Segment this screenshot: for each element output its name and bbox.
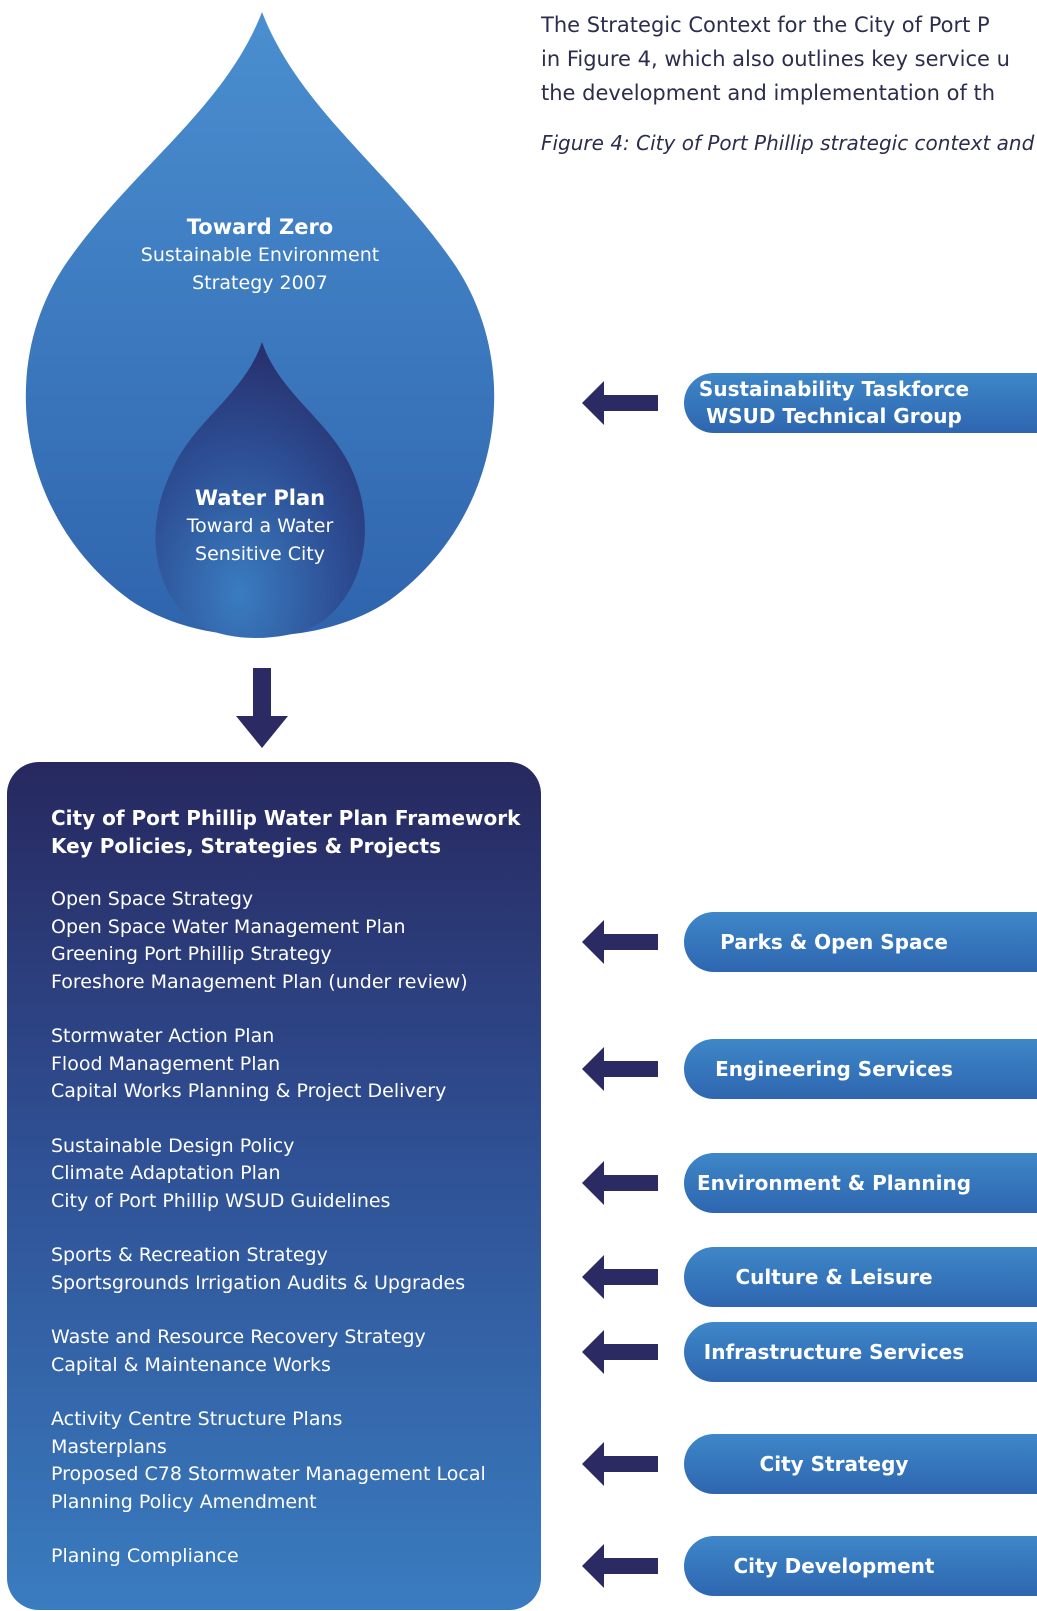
framework-item: Foreshore Management Plan (under review) — [51, 970, 468, 993]
unit-row: City Development — [0, 1536, 1037, 1596]
unit-pill: Sustainability Taskforce WSUD Technical … — [684, 373, 1037, 433]
unit-row: Culture & Leisure — [0, 1247, 1037, 1307]
framework-title-line: City of Port Phillip Water Plan Framewor… — [51, 806, 521, 830]
framework-item: Sportsgrounds Irrigation Audits & Upgrad… — [51, 1271, 466, 1294]
inner-drop-line: Toward a Water — [186, 515, 334, 537]
unit-label: Parks & Open Space — [720, 929, 948, 954]
outer-drop-label: Toward Zero Sustainable Environment Stra… — [130, 213, 390, 297]
framework-item: Proposed C78 Stormwater Management Local — [51, 1463, 486, 1485]
framework-item: Waste and Resource Recovery Strategy — [51, 1326, 426, 1348]
framework-item: Open Space Water Management Plan — [51, 915, 406, 938]
intro-line: the development and implementation of th — [541, 81, 996, 105]
arrow-left-icon — [582, 381, 658, 425]
framework-item: Sports & Recreation Strategy — [51, 1244, 328, 1266]
framework-item: Sustainable Design Policy — [51, 1134, 295, 1157]
framework-item: Capital Works Planning & Project Deliver… — [51, 1080, 447, 1102]
outer-drop-line: Strategy 2007 — [192, 272, 328, 294]
inner-drop — [155, 342, 365, 638]
arrow-left-icon — [582, 1442, 658, 1486]
framework-group: Sustainable Design Policy Climate Adapta… — [51, 1133, 541, 1216]
framework-item: Stormwater Action Plan — [51, 1025, 275, 1047]
unit-label: WSUD Technical Group — [706, 404, 962, 428]
outer-drop-line: Sustainable Environment — [140, 244, 380, 266]
intro-line: The Strategic Context for the City of Po… — [541, 13, 990, 37]
outer-drop-title: Toward Zero — [186, 215, 334, 239]
unit-pill: City Development — [684, 1536, 1037, 1596]
inner-drop-line: Sensitive City — [195, 543, 325, 565]
unit-row: Infrastructure Services — [0, 1322, 1037, 1382]
unit-pill: Engineering Services — [684, 1039, 1037, 1099]
framework-box: City of Port Phillip Water Plan Framewor… — [7, 762, 541, 1610]
framework-item: Climate Adaptation Plan — [51, 1162, 281, 1184]
framework-group: Waste and Resource Recovery Strategy Cap… — [51, 1324, 541, 1379]
framework-item: Capital & Maintenance Works — [51, 1353, 331, 1376]
water-drop-graphic — [25, 12, 495, 638]
framework-group: Stormwater Action Plan Flood Management … — [51, 1023, 541, 1106]
outer-drop — [25, 12, 495, 636]
unit-pill: Environment & Planning — [684, 1153, 1037, 1213]
framework-item: Flood Management Plan — [51, 1052, 281, 1075]
framework-group: Open Space Strategy Open Space Water Man… — [51, 886, 541, 996]
arrow-left-icon — [582, 920, 658, 964]
unit-row: Parks & Open Space — [0, 912, 1037, 972]
framework-item: Greening Port Phillip Strategy — [51, 943, 332, 965]
unit-pill: City Strategy — [684, 1434, 1037, 1494]
framework-title-line: Key Policies, Strategies & Projects — [51, 834, 442, 858]
unit-label: Sustainability Taskforce — [698, 377, 970, 401]
unit-pill: Culture & Leisure — [684, 1247, 1037, 1307]
unit-label: Culture & Leisure — [735, 1264, 933, 1289]
framework-group: Planing Compliance — [51, 1543, 541, 1571]
figure-caption: Figure 4: City of Port Phillip strategic… — [541, 131, 1035, 155]
framework-group: Sports & Recreation Strategy Sportsgroun… — [51, 1242, 541, 1297]
framework-item: Masterplans — [51, 1435, 167, 1458]
arrow-left-icon — [582, 1047, 658, 1091]
unit-row: Environment & Planning — [0, 1153, 1037, 1213]
unit-row: Engineering Services — [0, 1039, 1037, 1099]
unit-label: City Strategy — [759, 1451, 909, 1476]
unit-label: Infrastructure Services — [703, 1339, 965, 1364]
unit-row: Sustainability Taskforce WSUD Technical … — [0, 373, 1037, 433]
unit-row: City Strategy — [0, 1434, 1037, 1494]
framework-item: Open Space Strategy — [51, 888, 254, 910]
arrow-left-icon — [582, 1544, 658, 1588]
unit-label: Environment & Planning — [696, 1170, 972, 1195]
unit-label: City Development — [733, 1553, 935, 1578]
arrow-left-icon — [582, 1330, 658, 1374]
unit-pill: Infrastructure Services — [684, 1322, 1037, 1382]
arrow-down-icon — [236, 668, 288, 748]
intro-line: in Figure 4, which also outlines key ser… — [541, 47, 1010, 71]
framework-item: Activity Centre Structure Plans — [51, 1408, 343, 1430]
framework-group: Activity Centre Structure Plans Masterpl… — [51, 1406, 541, 1516]
arrow-left-icon — [582, 1161, 658, 1205]
inner-drop-title: Water Plan — [194, 486, 326, 510]
arrow-left-icon — [582, 1255, 658, 1299]
framework-item: Planing Compliance — [51, 1545, 239, 1567]
unit-pill: Parks & Open Space — [684, 912, 1037, 972]
framework-title: City of Port Phillip Water Plan Framewor… — [51, 804, 541, 860]
framework-item: City of Port Phillip WSUD Guidelines — [51, 1189, 391, 1212]
unit-label: Engineering Services — [715, 1056, 953, 1081]
inner-drop-label: Water Plan Toward a Water Sensitive City — [160, 484, 360, 568]
framework-item: Planning Policy Amendment — [51, 1490, 317, 1513]
intro-text: The Strategic Context for the City of Po… — [541, 8, 1037, 178]
